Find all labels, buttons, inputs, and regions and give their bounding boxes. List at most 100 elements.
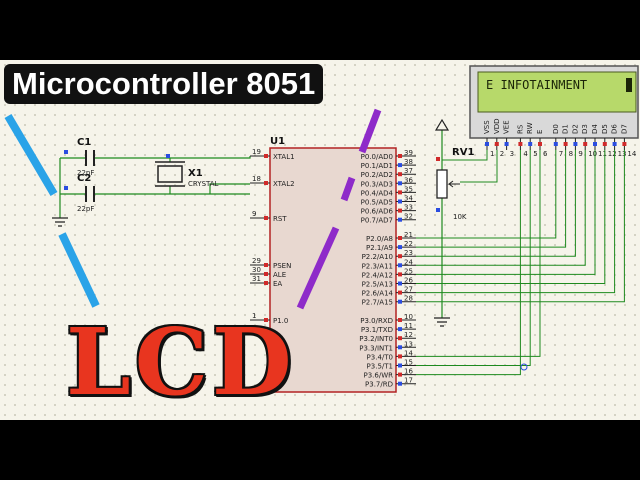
crystal-body	[157, 165, 183, 183]
lcd-pin-d1: D1 8	[562, 124, 573, 158]
pin-marker	[485, 142, 489, 146]
pin-number: 6	[543, 150, 548, 158]
c2-ref: C2	[77, 173, 91, 184]
pin-number: 13	[404, 340, 413, 348]
pin-marker	[398, 254, 402, 259]
blue-stroke-upper	[4, 113, 58, 197]
u1-ref: U1	[270, 136, 285, 147]
pin-marker	[398, 381, 402, 386]
rv1-ref: RV1	[452, 147, 474, 158]
pin-marker	[398, 199, 402, 204]
pin-number: 8	[569, 150, 573, 158]
pin-number: 35	[404, 185, 413, 193]
pin-marker	[264, 216, 268, 220]
pin-marker	[622, 142, 627, 146]
rv1-value: 10K	[453, 213, 467, 221]
x1-value: CRYSTAL	[188, 180, 219, 188]
pin-marker	[264, 281, 268, 285]
rv1-ground-icon	[434, 317, 450, 327]
pin-number: 37	[404, 167, 413, 175]
pin-number: 13	[618, 150, 627, 158]
pin-label: P3.3/INT1	[359, 344, 393, 352]
pin-marker	[398, 327, 402, 332]
blue-stroke-lower	[58, 232, 100, 308]
pin-number: 1	[252, 312, 256, 320]
pin-number: 7	[559, 150, 563, 158]
pin-marker	[398, 263, 402, 268]
pin-number: 32	[404, 213, 413, 221]
lcd-power-lines	[442, 150, 498, 183]
pin-number: 4	[523, 150, 528, 158]
lcd-pin-e: E6	[536, 130, 548, 158]
pin-number: 10	[404, 313, 413, 321]
pin-number: 21	[404, 231, 413, 239]
lcd-pin-d2: D29	[571, 124, 582, 158]
pin-label: P3.5/T1	[367, 363, 393, 371]
control-line-1	[416, 150, 531, 366]
lcd-module[interactable]: E INFOTAINMENT VSS1VDD2VEE3RS4RW5E6D07D1…	[469, 65, 639, 158]
pin-label: P0.7/AD7	[361, 217, 393, 225]
x1-pin-marker	[166, 154, 170, 158]
pin-number: 33	[404, 204, 413, 212]
pin-number: 9	[578, 150, 582, 158]
pin-marker	[398, 172, 402, 177]
pin-label: P0.5/AD5	[361, 199, 393, 207]
data-line-d6	[416, 150, 616, 294]
potentiometer-rv1[interactable]: RV1 10K	[434, 118, 474, 327]
pin-label: D7	[620, 124, 628, 134]
pin-label: P2.1/A9	[366, 244, 393, 252]
pin-label: RW	[526, 122, 534, 134]
lcd-cursor	[626, 78, 632, 92]
pin-label: P0.6/AD6	[361, 208, 394, 216]
pin-marker	[504, 142, 509, 146]
pin-label: P2.4/A12	[362, 271, 393, 279]
purple-stroke-lower	[296, 226, 340, 310]
lcd-pin-rw: RW5	[526, 122, 537, 158]
u1-left-pin-1: 1P1.0	[250, 312, 288, 325]
microcontroller-u1[interactable]: U1 19XTAL118XTAL29RST29PSEN30ALE31EA1P1.…	[250, 136, 416, 393]
pin-label: P0.0/AD0	[361, 153, 393, 161]
pin-label: P2.7/A15	[362, 299, 393, 307]
pin-label: D6	[611, 124, 619, 134]
u1-body	[269, 147, 397, 393]
pin-number: 14	[627, 150, 636, 158]
pin-marker	[398, 163, 402, 168]
lcd-pin-rs: RS4	[516, 124, 528, 158]
pin-label: P2.3/A11	[362, 262, 393, 270]
pin-marker	[398, 281, 402, 286]
data-line-d4	[416, 150, 596, 275]
data-line-d5	[416, 150, 606, 284]
pin-marker	[612, 142, 617, 146]
pin-marker	[583, 142, 588, 146]
pin-marker	[398, 181, 402, 186]
pin-label: D1	[562, 124, 570, 134]
pin-number: 39	[404, 149, 413, 157]
title-text: Microcontroller 8051	[12, 66, 316, 101]
pin-number: 11	[598, 150, 607, 158]
bus-wires	[416, 150, 625, 376]
data-line-d7	[416, 150, 625, 303]
pin-marker	[398, 345, 402, 350]
pin-label: ALE	[273, 271, 286, 279]
c1-pin-marker	[64, 150, 68, 154]
lcd-pin-row: VSS1VDD2VEE3RS4RW5E6D07D18D29D310D411D51…	[483, 118, 637, 158]
pin-number: 16	[404, 368, 413, 376]
pin-label: D3	[581, 124, 589, 134]
pin-label: E	[536, 130, 544, 134]
pin-number: 38	[404, 158, 413, 166]
